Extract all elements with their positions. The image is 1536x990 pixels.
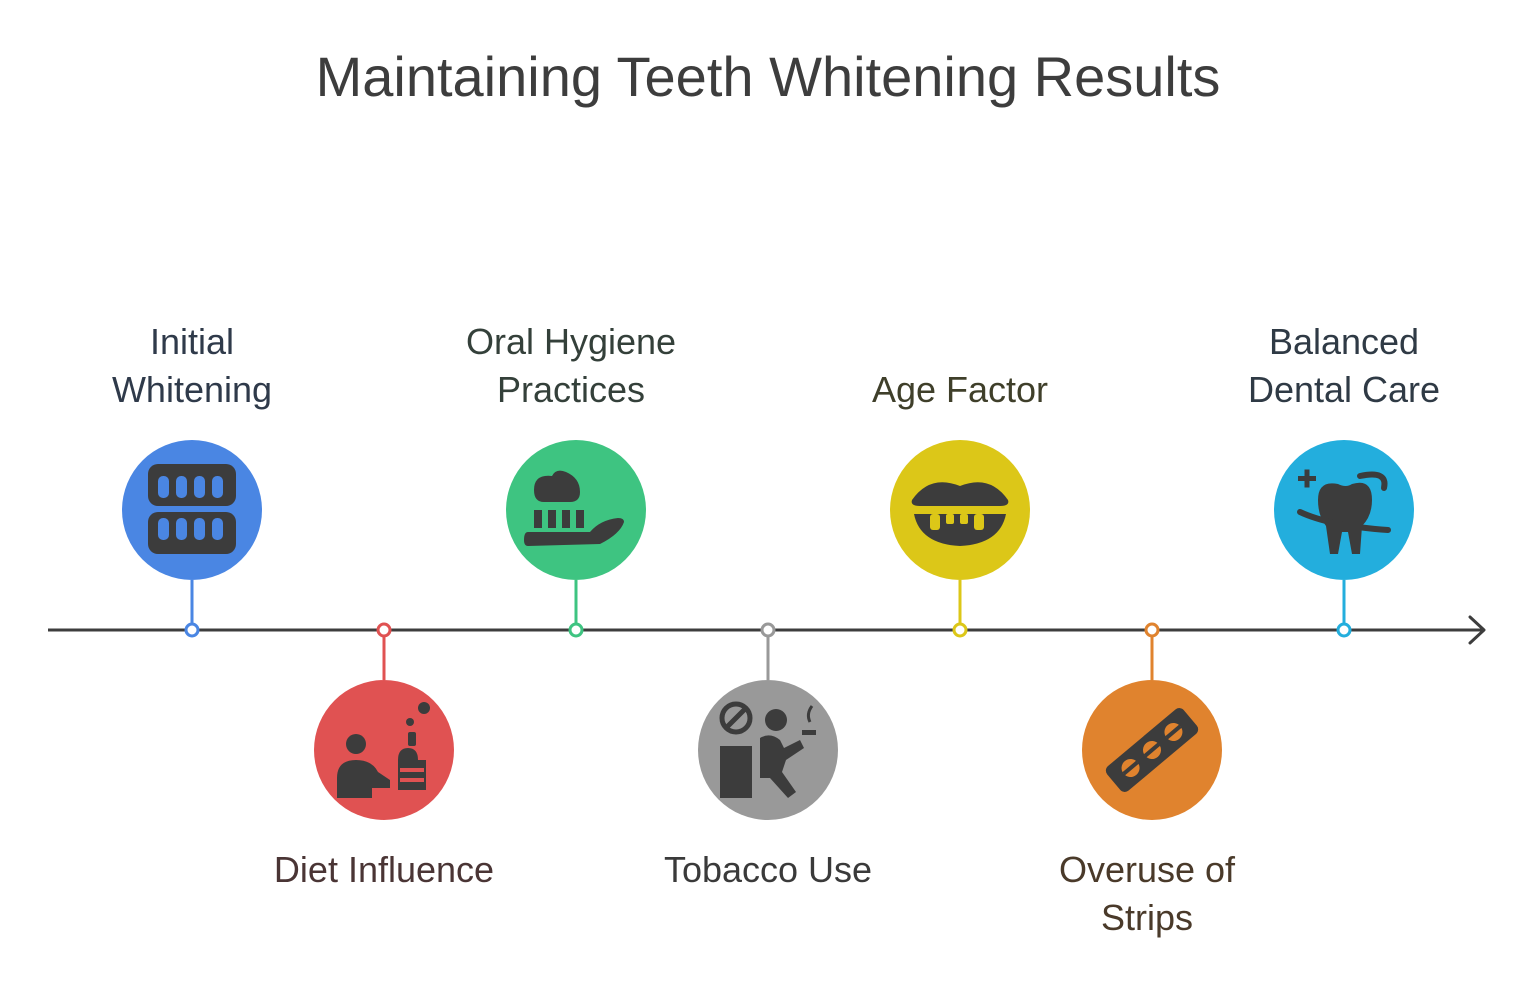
page-title: Maintaining Teeth Whitening Results [315, 45, 1221, 108]
label-line: Balanced [1268, 321, 1420, 362]
whitening-strip-icon [1105, 708, 1199, 792]
marker-balanced-care [1336, 622, 1352, 638]
label-line: Overuse of [1058, 849, 1236, 890]
label-line: Practices [496, 369, 646, 410]
timeline-arrowhead [1468, 615, 1486, 645]
label-line: Diet Influence [273, 849, 495, 890]
label-overuse-strips: Overuse of Strips [997, 846, 1297, 942]
label-line: Dental Care [1247, 369, 1441, 410]
label-age-factor: Age Factor [810, 366, 1110, 414]
label-line: Initial [149, 321, 235, 362]
node-overuse-strips [1082, 680, 1222, 820]
connectors [184, 580, 1352, 680]
marker-age-factor [952, 622, 968, 638]
node-balanced-care [1274, 440, 1414, 580]
label-balanced-care: Balanced Dental Care [1194, 318, 1494, 414]
toothbrush-icon [524, 470, 624, 546]
healthy-tooth-icon [1297, 469, 1391, 554]
node-oral-hygiene [506, 440, 646, 580]
label-line: Tobacco Use [663, 849, 873, 890]
marker-oral-hygiene [568, 622, 584, 638]
label-initial-whitening: Initial Whitening [42, 318, 342, 414]
label-line: Strips [1100, 897, 1194, 938]
label-line: Oral Hygiene [465, 321, 677, 362]
label-line: Whitening [111, 369, 273, 410]
node-diet-influence [314, 680, 454, 820]
node-initial-whitening [122, 440, 262, 580]
label-tobacco-use: Tobacco Use [618, 846, 918, 894]
marker-diet-influence [376, 622, 392, 638]
marker-tobacco-use [760, 622, 776, 638]
label-oral-hygiene: Oral Hygiene Practices [421, 318, 721, 414]
marker-overuse-strips [1144, 622, 1160, 638]
marker-initial-whitening [184, 622, 200, 638]
node-tobacco-use [698, 680, 838, 820]
node-age-factor [890, 440, 1030, 580]
label-diet-influence: Diet Influence [234, 846, 534, 894]
smoking-person-icon [719, 701, 816, 798]
label-line: Age Factor [871, 369, 1049, 410]
